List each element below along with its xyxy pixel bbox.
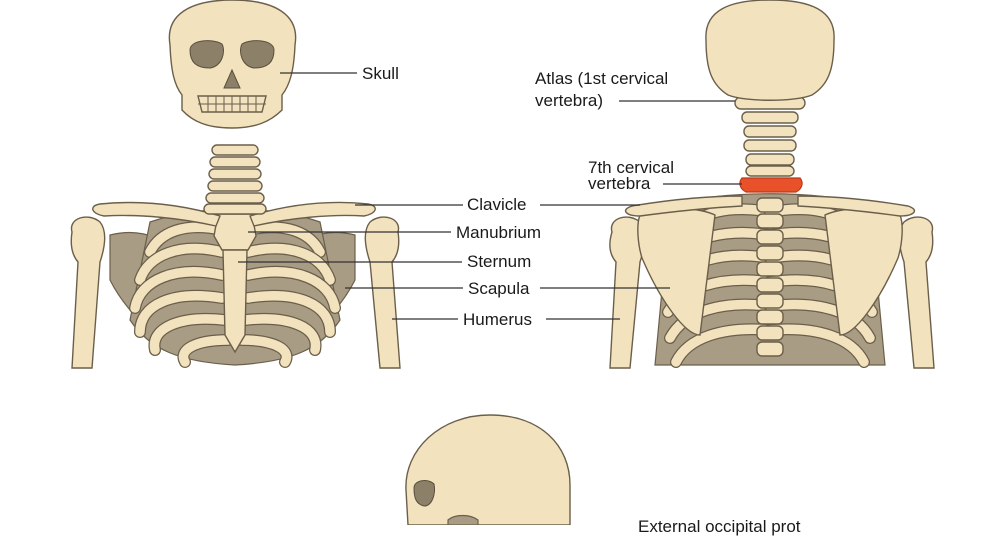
- c7-vertebra-highlight: [739, 177, 803, 193]
- front-left-eye-socket: [189, 40, 224, 69]
- front-view-skeleton: [70, 0, 401, 369]
- back-clavicle-right: [797, 195, 916, 217]
- label-c7-line2: vertebra: [588, 174, 651, 193]
- side-eye-socket: [413, 480, 435, 507]
- front-ribs-left: [129, 221, 234, 368]
- back-view-skeleton: [609, 0, 935, 369]
- back-thoracic-spine: [756, 197, 784, 357]
- front-right-eye-socket: [240, 40, 275, 69]
- back-clavicle-left: [624, 195, 743, 217]
- side-view-skull: [405, 414, 571, 525]
- back-skull: [705, 0, 835, 101]
- front-sternum: [222, 249, 248, 354]
- front-nasal-cavity: [223, 68, 241, 89]
- label-atlas-line1: Atlas (1st cervical: [535, 69, 669, 88]
- label-atlas-line2: vertebra): [535, 91, 604, 110]
- front-skull: [168, 0, 297, 129]
- label-c7-line1: 7th cervical: [588, 158, 674, 177]
- label-humerus: Humerus: [463, 310, 532, 329]
- label-manubrium: Manubrium: [456, 223, 542, 242]
- label-skull: Skull: [362, 64, 399, 83]
- front-humerus-right: [364, 216, 401, 369]
- front-clavicle-right: [249, 201, 376, 227]
- front-humerus-left: [70, 216, 106, 369]
- back-cervical-spine: [734, 96, 806, 193]
- label-clavicle: Clavicle: [467, 195, 527, 214]
- label-sternum: Sternum: [467, 252, 532, 271]
- label-scapula: Scapula: [468, 279, 530, 298]
- label-bottom-partial: External occipital prot: [638, 517, 801, 536]
- anatomy-illustration: .bone { fill: #f2e2bd; stroke: #6b5f4b; …: [70, 0, 935, 525]
- front-cervical-spine: [203, 144, 267, 215]
- front-clavicle-left: [92, 201, 221, 227]
- front-ribs-right: [236, 221, 341, 368]
- leader-lines: [238, 72, 742, 320]
- skeleton-diagram: .bone { fill: #f2e2bd; stroke: #6b5f4b; …: [70, 0, 935, 536]
- back-humerus-right: [898, 216, 935, 369]
